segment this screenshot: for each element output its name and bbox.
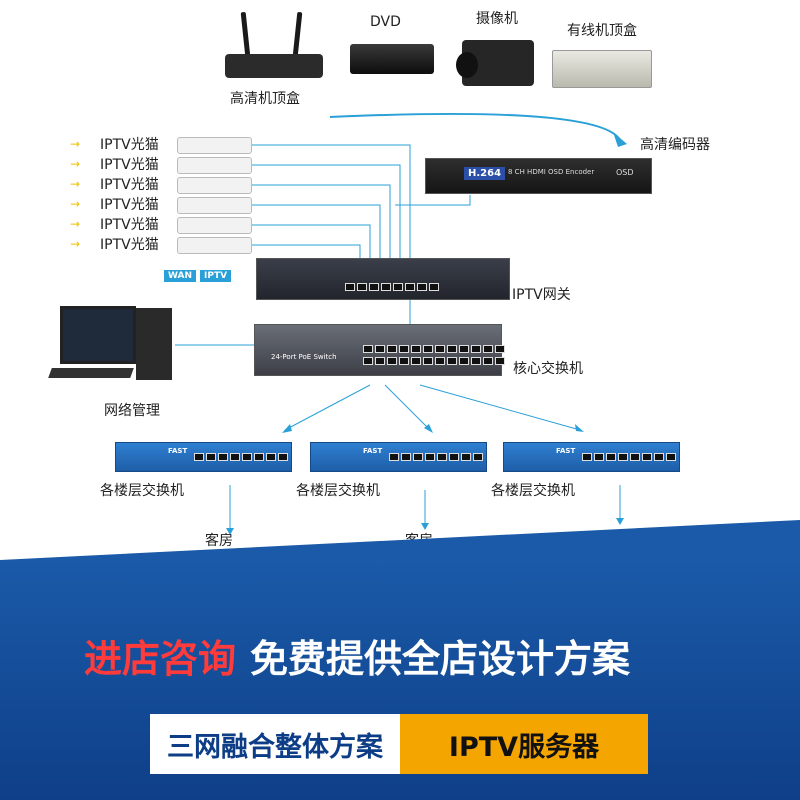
ont-device [177, 157, 252, 174]
hd-encoder: H.264 8 CH HDMI OSD Encoder OSD [425, 158, 652, 194]
dvd-player [350, 44, 434, 74]
dvd-label: DVD [370, 14, 401, 30]
core-switch-label: 核心交换机 [513, 361, 583, 377]
camcorder-label: 摄像机 [476, 11, 518, 27]
encoder-logo: H.264 [464, 167, 506, 180]
floor-switch-brand: FAST [363, 447, 383, 455]
ont-row: → IPTV光猫 [70, 155, 260, 175]
arrow-right-icon: → [70, 237, 81, 251]
arrow-right-icon: → [70, 197, 81, 211]
ont-device [177, 177, 252, 194]
computer-icon [48, 306, 180, 386]
iptv-gateway [256, 258, 510, 300]
gateway-ports [345, 283, 439, 291]
ont-row: → IPTV光猫 [70, 215, 260, 235]
promo-red-text: 进店咨询 [84, 637, 237, 681]
antenna-icon [240, 11, 251, 58]
promo-white-text: 免费提供全店设计方案 [250, 637, 631, 681]
floor-switch-brand: FAST [168, 447, 188, 455]
iptv-tag: IPTV [200, 270, 232, 282]
pc-tower [136, 308, 172, 380]
arrow-right-icon: → [70, 157, 81, 171]
antenna-icon [292, 11, 303, 58]
ont-label: IPTV光猫 [100, 197, 159, 213]
floor-switch: FAST [503, 442, 680, 472]
ont-label: IPTV光猫 [100, 157, 159, 173]
mgmt-label: 网络管理 [104, 403, 160, 419]
floor-switch-ports [194, 453, 288, 461]
promo-box-right: IPTV服务器 [400, 714, 648, 774]
ont-row: → IPTV光猫 [70, 175, 260, 195]
room-label: 客房 [205, 533, 233, 549]
floor-switch-ports [582, 453, 676, 461]
ont-device [177, 137, 252, 154]
hd-settop-box-label: 高清机顶盒 [230, 91, 300, 107]
camcorder-lens [456, 52, 478, 78]
ont-label: IPTV光猫 [100, 177, 159, 193]
router-body [225, 54, 323, 78]
promo-box-left: 三网融合整体方案 [150, 714, 400, 774]
ont-device [177, 217, 252, 234]
promo-headline: 进店咨询免费提供全店设计方案 [84, 628, 630, 683]
floor-switch-label: 各楼层交换机 [100, 483, 184, 499]
floor-switch-ports [389, 453, 483, 461]
encoder-label: 高清编码器 [640, 137, 710, 153]
gateway-label: IPTV网关 [512, 287, 571, 303]
ont-row: → IPTV光猫 [70, 135, 260, 155]
core-switch: 24-Port PoE Switch [254, 324, 505, 376]
encoder-model-text: 8 CH HDMI OSD Encoder [508, 168, 595, 176]
ont-label: IPTV光猫 [100, 137, 159, 153]
ont-row: → IPTV光猫 [70, 195, 260, 215]
arrow-right-icon: → [70, 217, 81, 231]
keyboard [48, 368, 134, 378]
floor-switch-brand: FAST [556, 447, 576, 455]
ont-label: IPTV光猫 [100, 237, 159, 253]
connection-lines [175, 112, 627, 535]
floor-switch-label: 各楼层交换机 [296, 483, 380, 499]
floor-switch: FAST [310, 442, 487, 472]
monitor [60, 306, 136, 364]
arrow-right-icon: → [70, 177, 81, 191]
core-model-text: 24-Port PoE Switch [271, 353, 337, 361]
ont-device [177, 197, 252, 214]
floor-switch-label: 各楼层交换机 [491, 483, 575, 499]
floor-switch: FAST [115, 442, 292, 472]
encoder-osd-text: OSD [616, 168, 634, 177]
ont-device [177, 237, 252, 254]
ont-label: IPTV光猫 [100, 217, 159, 233]
cable-settop-box [552, 50, 652, 88]
core-ports-bottom [363, 357, 505, 365]
arrow-right-icon: → [70, 137, 81, 151]
cable-settop-box-label: 有线机顶盒 [567, 23, 637, 39]
hd-settop-box [225, 11, 323, 78]
core-ports-top [363, 345, 505, 353]
ont-row: → IPTV光猫 [70, 235, 260, 255]
wan-tag: WAN [164, 270, 197, 282]
